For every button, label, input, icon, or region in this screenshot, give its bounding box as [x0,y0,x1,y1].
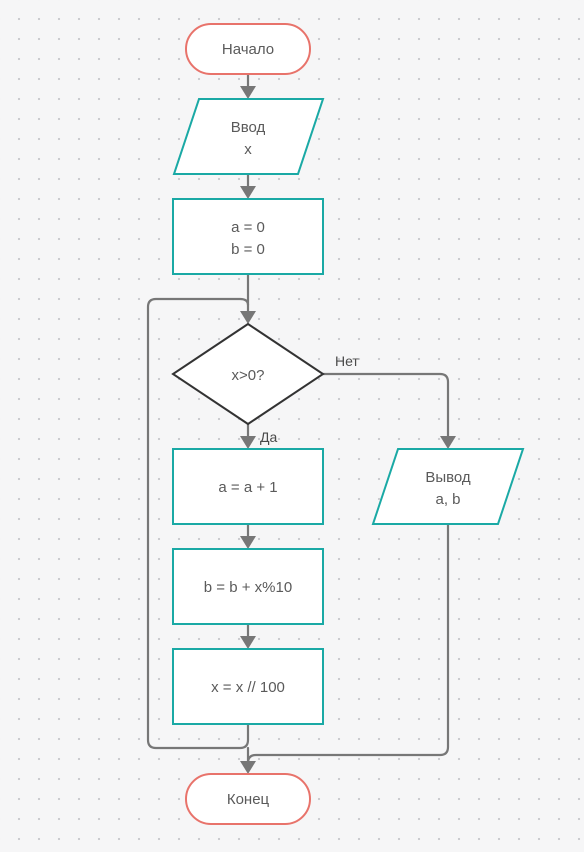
arrowhead-input [240,86,256,99]
end-shape [185,773,311,825]
condition-decision[interactable]: x>0? [171,322,325,426]
init-label-line2: b = 0 [231,241,265,258]
input-shape [172,98,325,175]
end-terminal[interactable]: Конец [185,773,311,825]
arrowhead-init [240,186,256,199]
div-x-label: x = x // 100 [211,679,285,696]
connectors [146,72,450,765]
inc-a-label: a = a + 1 [218,479,277,496]
add-b-process[interactable]: b = b + x%10 [172,548,324,625]
input-label-line2: x [244,141,252,158]
end-label: Конец [227,791,270,808]
arrowhead-end [240,761,256,774]
add-b-shape [172,548,324,625]
output-shape [371,448,525,525]
inc-a-shape [172,448,324,525]
arrowheads [240,86,456,774]
init-shape [172,198,324,275]
arrowhead-inc-a [240,436,256,449]
arrowhead-add-b [240,536,256,549]
condition-label: x>0? [232,367,265,384]
div-x-process[interactable]: x = x // 100 [172,648,324,725]
init-process[interactable]: a = 0 b = 0 [172,198,324,275]
output-label-line2: a, b [435,491,460,508]
inc-a-process[interactable]: a = a + 1 [172,448,324,525]
arrowhead-div-x [240,636,256,649]
arrowhead-condition [240,311,256,324]
edge-label-no: Нет [335,353,359,369]
edge-loop-back [146,297,250,750]
edge-condition-no [321,372,450,440]
edge-label-yes: Да [260,429,277,445]
output-label-line1: Вывод [425,469,471,486]
div-x-shape [172,648,324,725]
start-terminal[interactable]: Начало [185,23,311,75]
input-label-line1: Ввод [231,119,266,136]
output-parallelogram[interactable]: Вывод a, b [371,448,525,525]
start-shape [185,23,311,75]
start-label: Начало [222,41,274,58]
input-parallelogram[interactable]: Ввод x [172,98,325,175]
condition-shape [171,322,325,426]
init-label-line1: a = 0 [231,219,265,236]
arrowhead-output [440,436,456,449]
add-b-label: b = b + x%10 [204,579,292,596]
